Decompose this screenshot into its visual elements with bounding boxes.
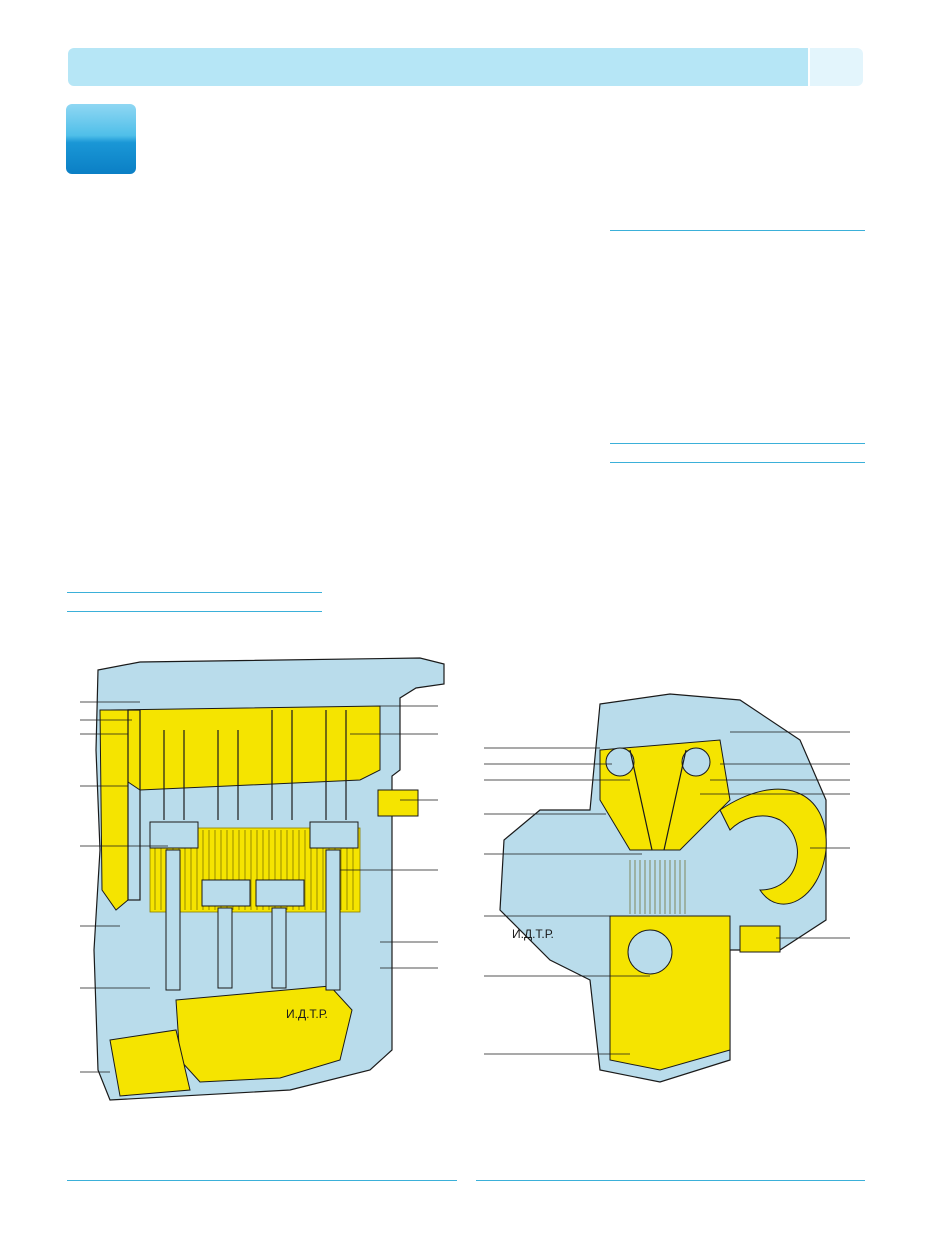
engine-outline (499, 693, 827, 1083)
section-rule (610, 462, 865, 463)
watermark-right: И.Д.Т.Р. (512, 927, 554, 941)
chapter-badge (66, 104, 136, 174)
engine-cross-section-figure: И.Д.Т.Р. (484, 693, 850, 1083)
header-bar (68, 48, 808, 86)
timing-chain (127, 709, 141, 901)
valves (163, 710, 347, 820)
connecting-rods (165, 849, 341, 991)
section-rule (67, 592, 322, 593)
section-rule (610, 230, 865, 231)
valves (629, 749, 687, 851)
section-rule (610, 443, 865, 444)
section-rule (67, 611, 322, 612)
watermark-left: И.Д.Т.Р. (286, 1007, 328, 1021)
callout-leaders-right (700, 731, 850, 939)
page-number-box (810, 48, 863, 86)
callout-leaders-left (80, 701, 168, 1073)
engine-longitudinal-section-figure: И.Д.Т.Р. (80, 657, 445, 1101)
footer-rule-left (67, 1180, 457, 1181)
callout-leaders-left (484, 747, 650, 1055)
callout-leaders-right (340, 705, 438, 969)
pistons (149, 821, 359, 907)
cylinder-liner-hatching (629, 860, 686, 914)
footer-rule-right (476, 1180, 865, 1181)
